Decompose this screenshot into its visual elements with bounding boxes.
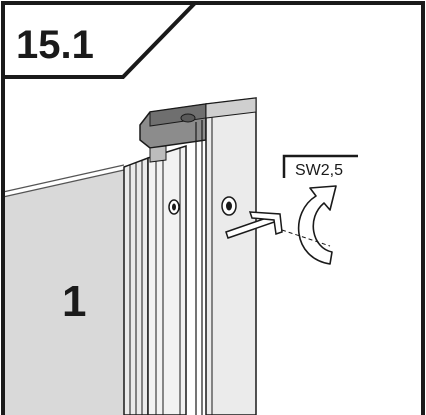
glass-clamp-profile	[123, 156, 149, 415]
glass-top-edge-inner	[2, 169, 125, 198]
part-number: 1	[62, 277, 86, 326]
glass-panel	[3, 170, 124, 415]
step-number: 15.1	[16, 23, 94, 67]
allen-key	[225, 211, 283, 239]
door-profile	[147, 144, 187, 415]
tool-bracket	[282, 154, 358, 178]
rotate-arrow-icon	[297, 185, 337, 265]
tool-size-label: SW2,5	[295, 162, 343, 179]
profile-screw	[168, 199, 180, 215]
wall-profile	[195, 97, 257, 415]
rotation-axis	[281, 229, 331, 247]
glass-top-edge	[2, 164, 125, 193]
grub-screw	[221, 196, 237, 216]
